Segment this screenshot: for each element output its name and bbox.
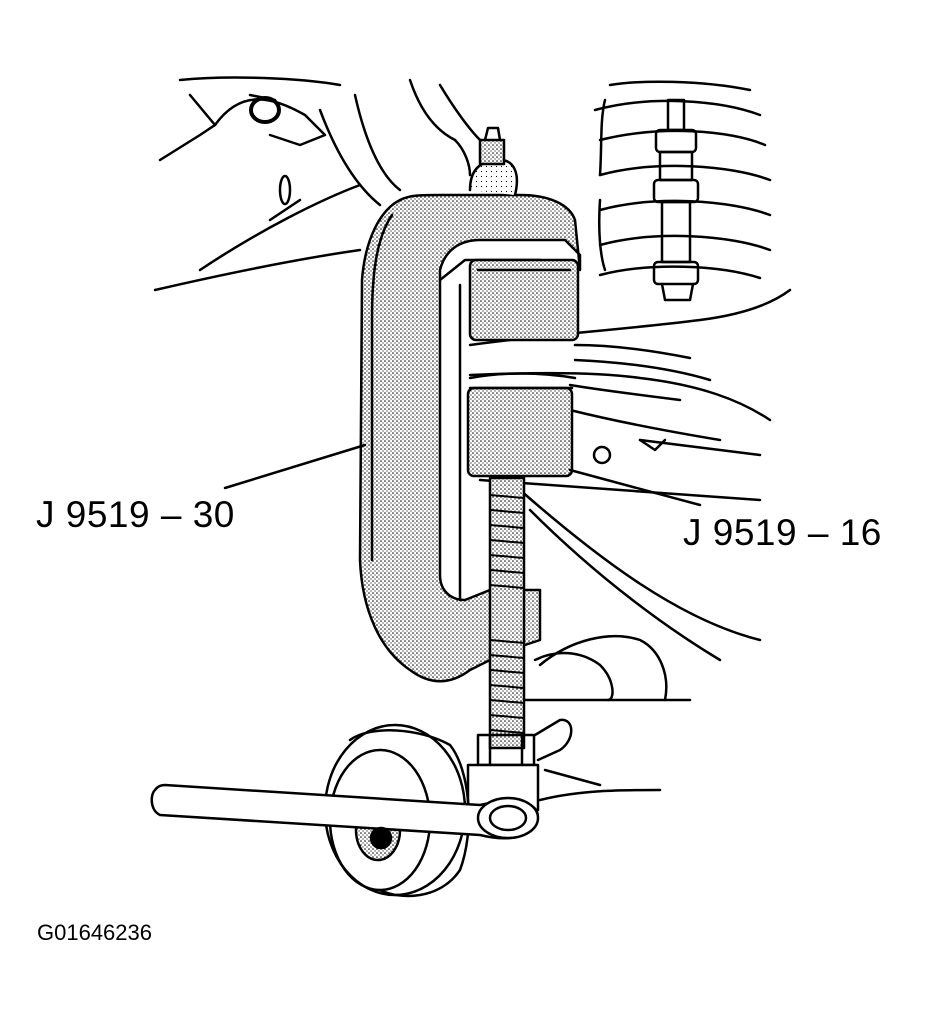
callout-label-j9519-16: J 9519 – 16	[683, 512, 882, 553]
tie-rod	[478, 478, 762, 662]
upper-receiver-cup	[468, 258, 580, 342]
lower-receiver-cup	[466, 372, 577, 478]
figure-id: G01646236	[37, 920, 152, 945]
callout-leader-right	[568, 468, 702, 507]
callout-leader-left	[223, 443, 367, 490]
forcing-screw	[488, 476, 526, 750]
c-frame-press	[358, 193, 582, 683]
coil-spring	[593, 80, 772, 302]
brake-rotor	[508, 634, 692, 802]
callout-label-j9519-30: J 9519 – 30	[36, 494, 235, 535]
ratchet-wrench	[150, 783, 540, 850]
ball-joint-stud	[468, 126, 519, 197]
vehicle-frame-left	[153, 76, 482, 292]
